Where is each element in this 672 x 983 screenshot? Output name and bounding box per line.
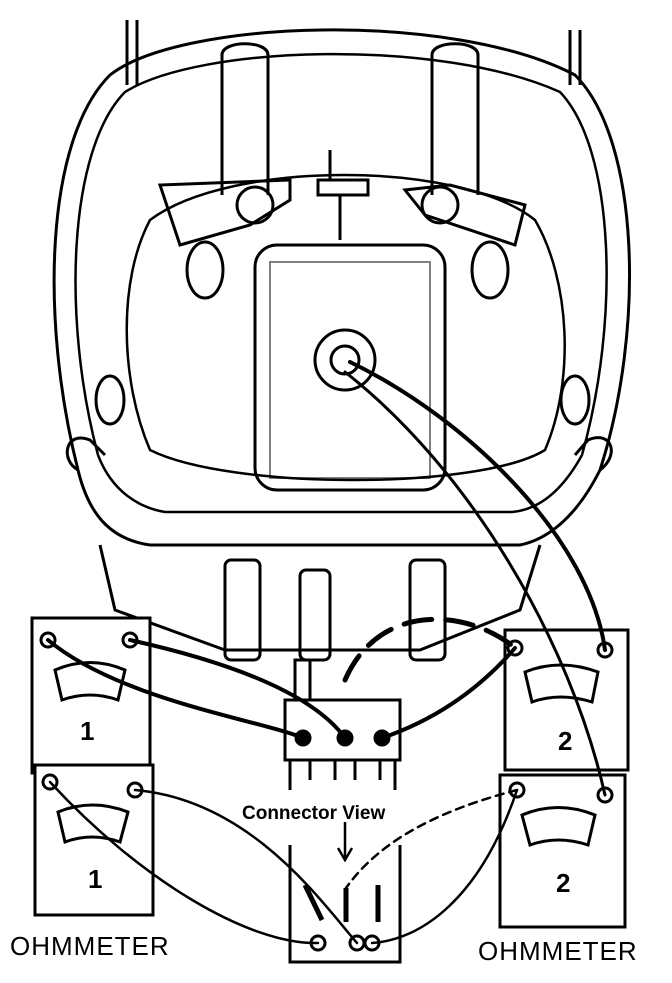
right-latch bbox=[559, 374, 591, 426]
left-hole bbox=[185, 240, 225, 300]
lead-bottom-right-solid bbox=[370, 788, 519, 945]
meter-top-left-scale bbox=[53, 661, 127, 702]
lead-bottom-right-dashed bbox=[344, 788, 519, 890]
right-terminal-ring bbox=[420, 185, 460, 225]
connector-latch bbox=[293, 658, 312, 700]
cap-inner-rim bbox=[74, 52, 608, 514]
meter-bottom-left-scale bbox=[56, 803, 130, 844]
lead-bottom-left-a bbox=[48, 780, 320, 945]
connector-view-blade-1 bbox=[302, 883, 325, 922]
cap-lower-body bbox=[98, 544, 542, 652]
coil-body bbox=[253, 243, 447, 492]
upper-connector bbox=[283, 658, 402, 790]
distributor-cap bbox=[52, 20, 632, 662]
meter-bottom-right: 2 bbox=[498, 773, 627, 929]
test-leads bbox=[46, 360, 607, 945]
lead-top-left-a bbox=[46, 638, 305, 740]
connector-view-arrow bbox=[336, 822, 354, 863]
lead-dashed-top bbox=[342, 616, 518, 683]
left-post bbox=[220, 42, 270, 195]
meter-top-right: 2 bbox=[503, 628, 630, 772]
tower-right bbox=[408, 558, 447, 662]
lead-center-to-meter2-top bbox=[348, 360, 607, 652]
meter-bottom-left: 1 bbox=[33, 763, 155, 917]
meter-bottom-left-number: 1 bbox=[88, 864, 102, 894]
lead-bottom-left-b bbox=[133, 788, 359, 945]
meter-top-right-number: 2 bbox=[558, 726, 572, 756]
lead-top-right-to-connector bbox=[380, 646, 517, 740]
meter-top-left-number: 1 bbox=[80, 716, 94, 746]
coil-assembly bbox=[157, 42, 527, 492]
connector-view-outline bbox=[288, 845, 402, 964]
right-prong bbox=[568, 30, 582, 85]
coil-inner bbox=[269, 261, 431, 479]
connector-lower bbox=[288, 760, 397, 790]
right-mount-ear bbox=[573, 436, 613, 472]
left-latch bbox=[94, 374, 126, 426]
cap-outer-rim bbox=[52, 28, 632, 547]
center-terminal-inner bbox=[329, 344, 361, 376]
connector-view-label: Connector View bbox=[242, 803, 385, 824]
tower-mid bbox=[298, 568, 332, 662]
center-fork bbox=[316, 150, 370, 240]
left-mount-ear bbox=[65, 436, 107, 472]
center-terminal-outer bbox=[313, 328, 377, 392]
left-terminal-ring bbox=[235, 185, 275, 225]
right-bracket bbox=[402, 183, 527, 247]
cap-inner-bowl bbox=[125, 173, 566, 482]
right-hole bbox=[470, 240, 510, 300]
caption-right: OHMMETER bbox=[478, 936, 638, 966]
right-post bbox=[430, 42, 480, 195]
lead-center-to-meter2-bottom bbox=[343, 370, 607, 797]
connector-housing bbox=[283, 698, 402, 762]
meter-top-right-scale bbox=[523, 663, 600, 704]
meter-bottom-right-scale bbox=[520, 806, 597, 847]
meter-bottom-right-number: 2 bbox=[556, 868, 570, 898]
lead-top-left-b bbox=[128, 638, 347, 740]
left-prong bbox=[125, 20, 139, 85]
caption-left: OHMMETER bbox=[10, 931, 170, 961]
tower-left bbox=[223, 558, 262, 662]
